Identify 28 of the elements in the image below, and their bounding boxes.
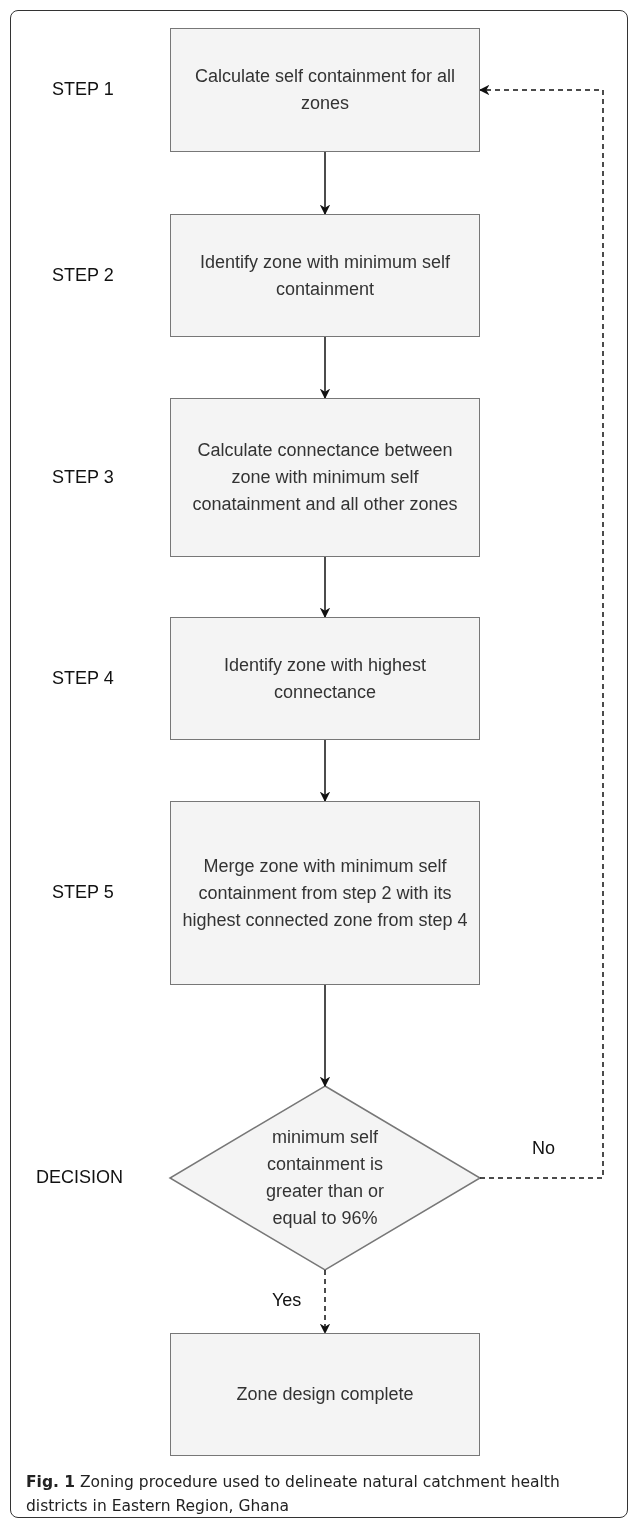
process-box — [170, 28, 480, 152]
arrow — [478, 84, 604, 1179]
step-label: STEP 4 — [52, 667, 114, 689]
node-text: Zone design complete — [235, 1383, 415, 1406]
step-label: DECISION — [36, 1167, 123, 1188]
step-label: STEP 2 — [52, 264, 114, 286]
decision-diamond — [168, 1085, 482, 1271]
arrow — [319, 1269, 331, 1335]
node-text: Calculate connectance between zone with minimum self conatainment and all other zones — [191, 439, 459, 516]
arrow — [319, 556, 331, 619]
arrow — [319, 336, 331, 400]
step-label: STEP 5 — [52, 882, 114, 903]
process-box — [170, 214, 480, 337]
node-text: Merge zone with minimum self containment from step 2 with its highest connected zone from step 4 — [181, 854, 469, 932]
process-box — [170, 617, 480, 740]
arrow — [319, 984, 331, 1088]
process-box — [170, 1333, 480, 1456]
node-text: Calculate self containment for all zones — [193, 65, 457, 115]
process-box — [170, 398, 480, 557]
node-text: Identify zone with highest connectance — [222, 653, 428, 704]
arrow — [319, 151, 331, 216]
node-text: minimum self containment is greater than or equal to 96% — [264, 1126, 386, 1230]
arrow — [319, 739, 331, 803]
step-label: STEP 1 — [52, 79, 114, 100]
node-text: Identify zone with minimum self containment — [198, 250, 452, 301]
process-box — [170, 801, 480, 985]
step-label: STEP 3 — [52, 466, 114, 488]
caption: Fig. 1 Zoning procedure used to delineate natural catchment health districts in Eastern Region, Ghana — [26, 1472, 561, 1517]
